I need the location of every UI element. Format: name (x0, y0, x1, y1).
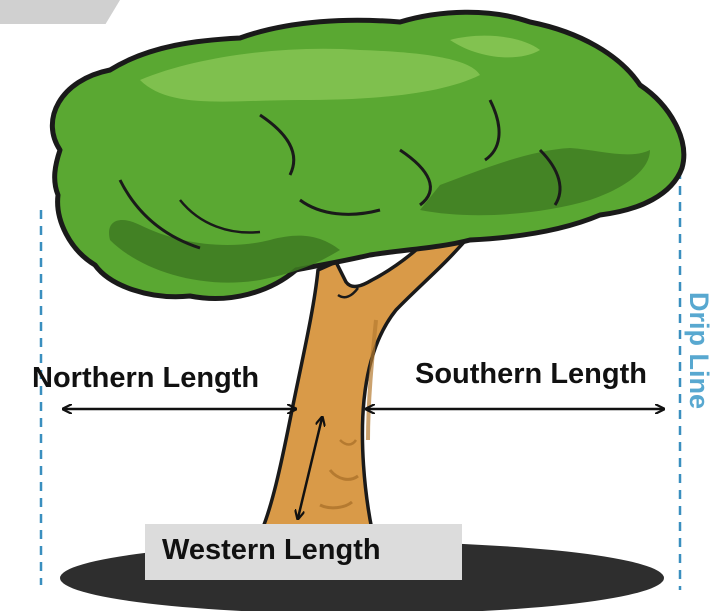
northern-length-label: Northern Length (32, 362, 259, 395)
southern-length-label: Southern Length (415, 358, 647, 391)
drip-line-label: Drip Line (683, 292, 714, 409)
western-length-label: Western Length (162, 534, 381, 567)
tree-canopy (52, 12, 683, 298)
